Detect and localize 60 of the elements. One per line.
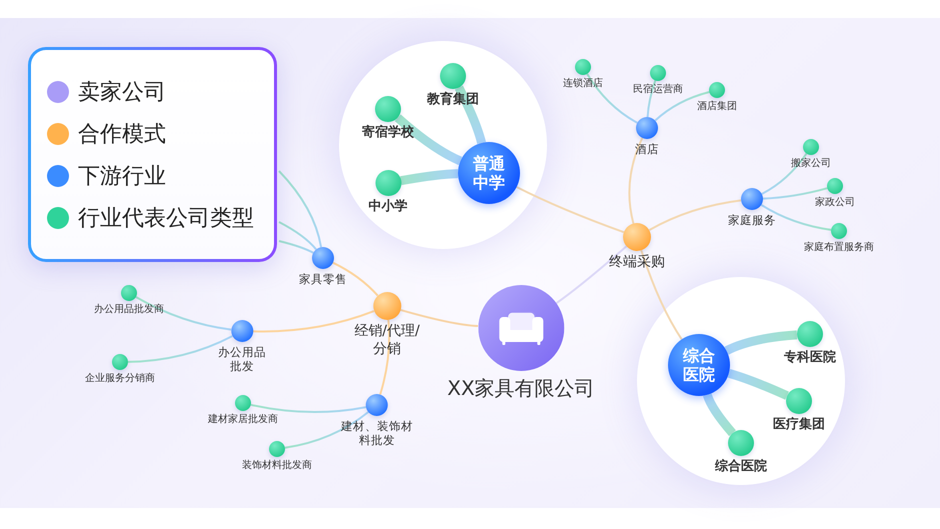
legend-label: 下游行业 [78,163,166,191]
node-label: 综合医院 [682,346,716,384]
connector-line [648,199,742,231]
node-label: 办公用品批发 [217,345,267,374]
node-label: 酒店集团 [697,101,737,114]
node-label: 装饰材料批发商 [242,460,312,472]
connector-line [278,221,317,250]
node-label: 普通中学 [472,154,506,192]
connector-line [516,186,624,234]
node-label: 酒店 [635,142,659,156]
node-label: 搬家公司 [791,158,831,170]
connector-line [128,335,233,363]
node-label: 企业服务分销商 [85,373,155,386]
node-label: 寄宿学校 [362,125,414,142]
node-label: XX家具有限公司 [447,376,595,401]
node-label: 建材、装饰材料批发 [340,419,414,448]
connector-line [400,169,458,186]
node-label: 建材家居批发商 [208,414,278,426]
connector-line [135,296,232,331]
node-label: 办公用品批发商 [94,304,164,316]
connector-line [724,330,798,355]
node-label: 教育集团 [427,92,479,108]
connector-line [640,250,683,340]
connector-line [252,310,374,332]
legend-label: 卖家公司 [78,79,166,107]
connector-line [394,114,462,166]
connector-line [646,80,656,118]
connector-line [654,91,710,122]
node-label: 家具零售 [299,272,347,286]
connector-line [379,320,390,395]
connector-line [728,368,789,400]
connector-line [760,204,832,231]
node-label: 经销/代理/分销 [353,323,421,358]
legend-label: 合作模式 [78,121,166,149]
connector-line [284,411,370,449]
legend-label: 行业代表公司类型 [78,205,254,233]
connector-line [762,187,828,200]
node-label: 终端采购 [609,254,665,272]
connector-line [556,245,628,304]
connector-line [703,394,736,436]
node-label: 连锁酒店 [563,78,603,90]
node-label: 家庭服务 [728,213,776,228]
node-label: 家庭布置服务商 [804,242,874,254]
node-label: 民宿运营商 [633,84,683,96]
node-label: 家政公司 [815,197,855,210]
node-label: 专科医院 [784,350,836,366]
connector-line [250,404,366,413]
node-label: 综合医院 [715,459,767,476]
connector-line [332,262,378,296]
connector-line [278,240,314,254]
connector-line [628,138,644,224]
topic-circle [668,334,730,396]
connector-line [761,153,808,195]
topic-circle [458,142,520,204]
connector-line [454,86,486,144]
connector-line [586,73,638,124]
node-label: 中小学 [368,199,408,216]
connector-line [400,308,478,327]
connector-line [278,170,322,248]
node-label: 医疗集团 [773,417,825,434]
